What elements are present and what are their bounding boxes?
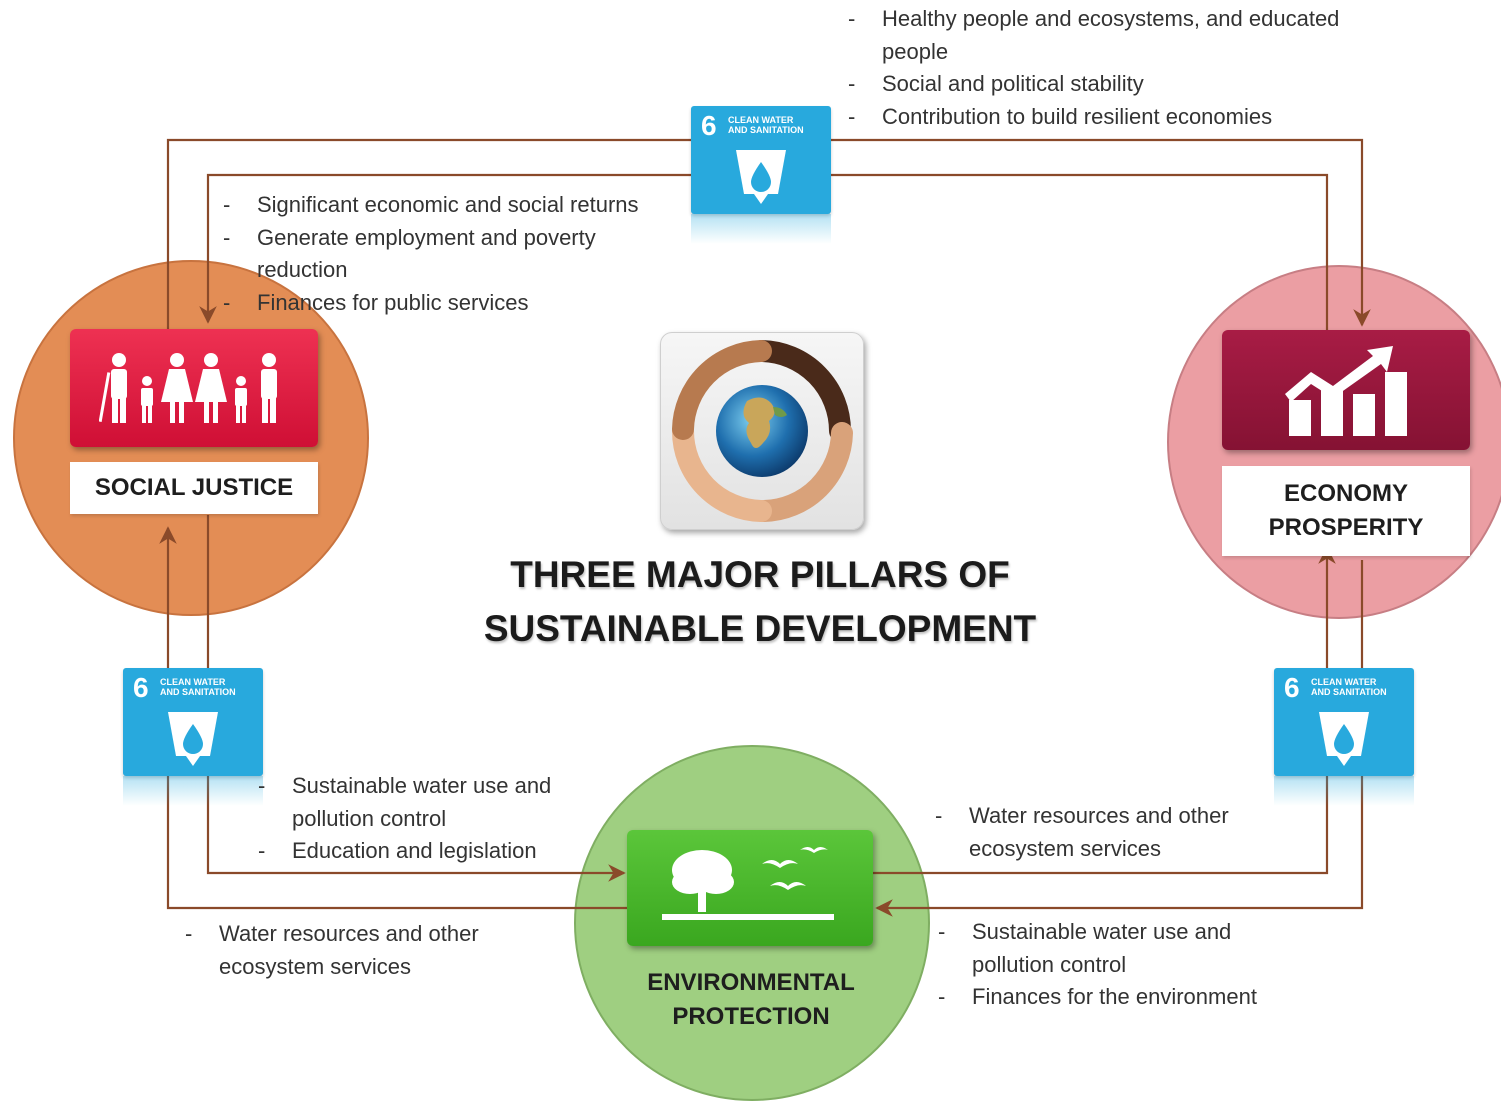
sdg6-badge-top: 6 CLEAN WATER AND SANITATION bbox=[691, 106, 831, 214]
sdg-title: CLEAN WATER AND SANITATION bbox=[160, 677, 236, 697]
sdg-title: CLEAN WATER AND SANITATION bbox=[1311, 677, 1387, 697]
arrow-environment-to-economy bbox=[873, 546, 1336, 875]
sdg-title: CLEAN WATER AND SANITATION bbox=[728, 115, 804, 135]
sdg-number: 6 bbox=[1284, 672, 1300, 703]
note-environment-to-economy: Water resources and other ecosystem serv… bbox=[935, 800, 1295, 865]
economy-prosperity-label: ECONOMY PROSPERITY bbox=[1222, 466, 1470, 556]
note-item: Water resources and other ecosystem serv… bbox=[185, 918, 545, 983]
growth-chart-icon bbox=[1285, 346, 1407, 436]
sdg-number: 6 bbox=[133, 672, 149, 703]
sdg6-badge-left-reflection bbox=[123, 776, 263, 806]
note-social-to-environment: Sustainable water use and pollution cont… bbox=[258, 770, 598, 868]
note-item: Generate employment and poverty reductio… bbox=[223, 222, 687, 287]
note-social-to-economy: Significant economic and social returns … bbox=[223, 189, 703, 319]
water-glass-icon bbox=[736, 150, 786, 204]
social-justice-tile bbox=[70, 329, 318, 447]
economy-prosperity-tile bbox=[1222, 330, 1470, 450]
water-glass-icon bbox=[1319, 712, 1369, 766]
social-justice-label: SOCIAL JUSTICE bbox=[70, 462, 318, 514]
sdg6-badge-right-reflection bbox=[1274, 776, 1414, 806]
sdg6-badge-top-reflection bbox=[691, 214, 831, 244]
note-item: Finances for public services bbox=[223, 287, 703, 320]
note-item: Significant economic and social returns bbox=[223, 189, 703, 222]
note-item: Healthy people and ecosystems, and educa… bbox=[848, 3, 1348, 68]
note-item: Contribution to build resilient economie… bbox=[848, 101, 1348, 134]
hands-around-globe-frame bbox=[660, 332, 864, 530]
note-item: Sustainable water use and pollution cont… bbox=[938, 916, 1318, 981]
note-item: Sustainable water use and pollution cont… bbox=[258, 770, 598, 835]
note-item: Social and political stability bbox=[848, 68, 1348, 101]
diagram-title: THREE MAJOR PILLARS OF SUSTAINABLE DEVEL… bbox=[483, 554, 1037, 649]
sdg6-badge-left: 6 CLEAN WATER AND SANITATION bbox=[123, 668, 263, 776]
note-item: Finances for the environment bbox=[938, 981, 1318, 1014]
water-glass-icon bbox=[168, 712, 218, 766]
note-environment-to-social: Water resources and other ecosystem serv… bbox=[185, 918, 545, 983]
family-icon bbox=[99, 353, 277, 423]
hands-around-globe-icon bbox=[672, 340, 853, 522]
sdg-number: 6 bbox=[701, 110, 717, 141]
environmental-protection-label: ENVIRONMENTAL PROTECTION bbox=[647, 969, 855, 1030]
note-economy-to-environment: Sustainable water use and pollution cont… bbox=[938, 916, 1318, 1014]
tree-birds-icon bbox=[662, 847, 834, 920]
note-economy-to-social: Healthy people and ecosystems, and educa… bbox=[848, 3, 1348, 133]
arrow-social-to-environment bbox=[206, 515, 626, 882]
arrow-environment-to-social bbox=[159, 526, 628, 910]
note-item: Water resources and other ecosystem serv… bbox=[935, 800, 1295, 865]
note-item: Education and legislation bbox=[258, 835, 598, 868]
sdg6-badge-right: 6 CLEAN WATER AND SANITATION bbox=[1274, 668, 1414, 776]
environmental-protection-tile bbox=[627, 830, 873, 946]
